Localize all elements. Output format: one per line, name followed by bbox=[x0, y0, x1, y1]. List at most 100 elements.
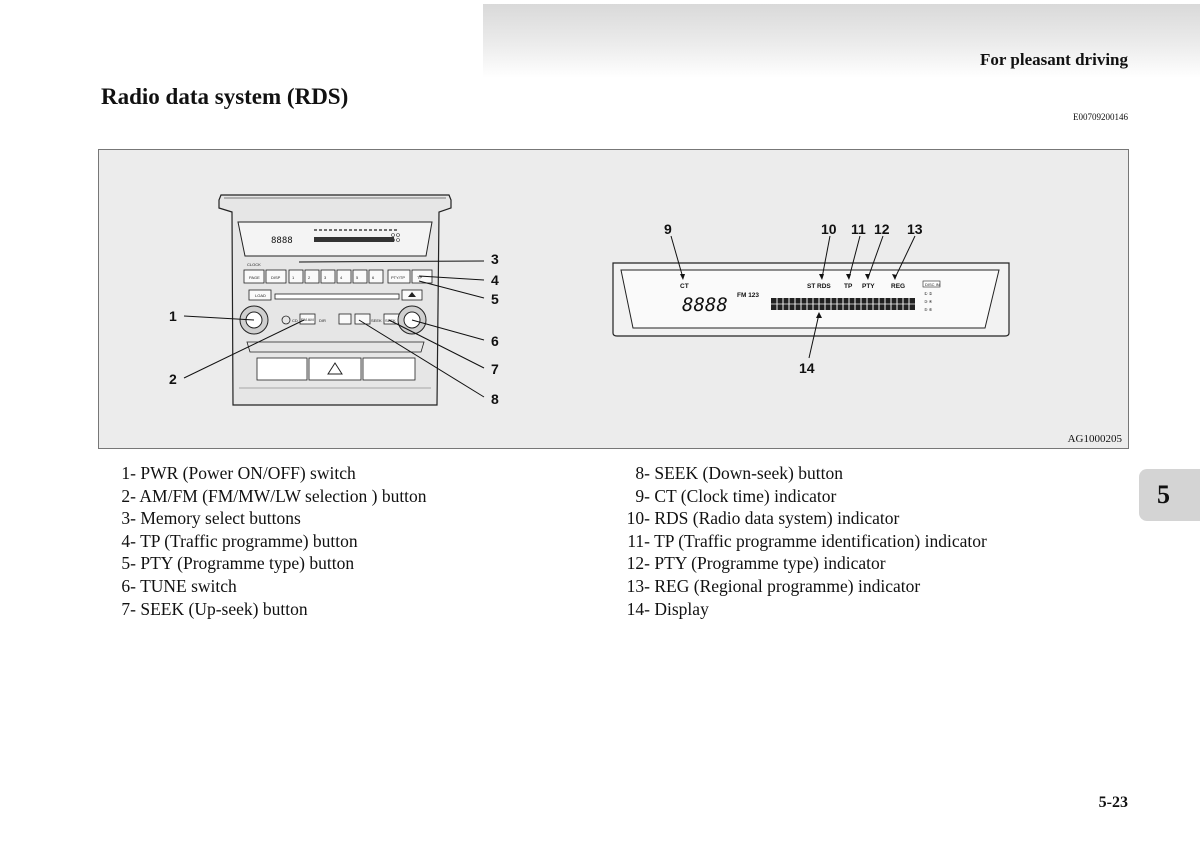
svg-text:8888: 8888 bbox=[271, 236, 293, 246]
legend-item: 3- Memory select buttons bbox=[121, 508, 301, 529]
legend-item: 7- SEEK (Up-seek) button bbox=[121, 598, 308, 619]
legend-item: 6- TUNE switch bbox=[121, 575, 237, 596]
svg-text:2: 2 bbox=[308, 275, 311, 280]
preset-button-2[interactable] bbox=[304, 269, 320, 284]
head-unit: 8888 CLOCK PAGE DISP 1 bbox=[218, 194, 452, 406]
page-number: 5-23 bbox=[1098, 794, 1128, 811]
callout-9: 9 bbox=[664, 221, 672, 237]
legend-item: 13- REG (Regional programme) indicator bbox=[626, 575, 921, 596]
unit-callout-numbers: 3 4 5 1 2 6 7 8 bbox=[169, 251, 499, 407]
display-callout-arrowheads bbox=[680, 274, 897, 318]
svg-text:CD: CD bbox=[292, 318, 298, 323]
legend-item: 1- PWR (Power ON/OFF) switch bbox=[121, 463, 356, 483]
preset-button-4[interactable] bbox=[336, 269, 352, 284]
callout-12: 12 bbox=[874, 221, 890, 237]
radio-illustration: 8888 CLOCK PAGE DISP 1 bbox=[169, 194, 1010, 407]
disc-row-3: ⑤ ⑥ bbox=[924, 307, 933, 312]
legend-item: 5- PTY (Programme type) button bbox=[121, 553, 355, 574]
preset-button-5[interactable] bbox=[352, 269, 368, 284]
mode-button[interactable] bbox=[338, 313, 352, 325]
svg-text:5: 5 bbox=[356, 275, 359, 280]
svg-text:DIR: DIR bbox=[319, 318, 326, 323]
disc-row-2: ③ ④ bbox=[924, 299, 933, 304]
display-callout-lines bbox=[670, 235, 916, 359]
hazard-button[interactable] bbox=[308, 357, 362, 381]
hazard-triangle-icon bbox=[327, 362, 343, 375]
preset-button-6[interactable] bbox=[368, 269, 384, 284]
unit-display-bars bbox=[314, 237, 394, 242]
radio-figure: 8888 CLOCK PAGE DISP 1 bbox=[98, 149, 1129, 449]
legend-item: 4- TP (Traffic programme) button bbox=[121, 530, 358, 551]
callout-3: 3 bbox=[491, 251, 499, 267]
eject-icon bbox=[408, 292, 416, 297]
svg-text:TP: TP bbox=[417, 275, 422, 280]
page-title: Radio data system (RDS) bbox=[101, 84, 349, 109]
legend-right: 8- SEEK (Down-seek) button 9- CT (Clock … bbox=[620, 462, 987, 620]
band-label: FM 123 bbox=[737, 292, 759, 299]
lower-panel bbox=[239, 341, 431, 389]
legend-item: 14- Display bbox=[626, 598, 709, 619]
page-button[interactable] bbox=[243, 269, 265, 284]
document-code: E00709200146 bbox=[1073, 112, 1128, 122]
callout-7: 7 bbox=[491, 361, 499, 377]
svg-text:3: 3 bbox=[324, 275, 327, 280]
am-fm-button[interactable] bbox=[299, 313, 316, 325]
svg-text:4: 4 bbox=[340, 275, 343, 280]
callout-8: 8 bbox=[491, 391, 499, 407]
callout-10: 10 bbox=[821, 221, 837, 237]
legend-item: 9- CT (Clock time) indicator bbox=[635, 485, 837, 506]
disc-status: DISC IN ① ② ③ ④ ⑤ ⑥ bbox=[922, 280, 941, 312]
cd-slot-row: LOAD bbox=[248, 289, 423, 301]
ct-indicator: CT bbox=[680, 283, 689, 290]
pty-tp-button[interactable] bbox=[387, 269, 411, 284]
callout-13: 13 bbox=[907, 221, 923, 237]
tp-indicator: TP bbox=[844, 283, 853, 290]
preset-button-3[interactable] bbox=[320, 269, 336, 284]
text-segment-bar bbox=[771, 298, 915, 310]
callout-1: 1 bbox=[169, 308, 177, 324]
figure-code: AG1000205 bbox=[1067, 433, 1122, 445]
unit-callout-lines bbox=[183, 260, 485, 398]
svg-text:CLOCK: CLOCK bbox=[247, 262, 261, 267]
enlarged-display: CT ST RDS TP PTY REG 8888 FM 123 DISC IN… bbox=[612, 262, 1010, 337]
clock-digits: 8888 bbox=[682, 294, 728, 316]
svg-text:FM AM: FM AM bbox=[301, 317, 314, 322]
unit-button-row: CLOCK PAGE DISP 1 2 3 4 5 6 bbox=[243, 262, 433, 284]
cd-button[interactable] bbox=[281, 315, 291, 325]
disc-row-1: ① ② bbox=[924, 291, 933, 296]
chapter-tab: 5 bbox=[1139, 469, 1200, 521]
callout-2: 2 bbox=[169, 371, 177, 387]
callout-5: 5 bbox=[491, 291, 499, 307]
svg-text:6: 6 bbox=[372, 275, 375, 280]
load-button[interactable] bbox=[248, 289, 272, 301]
svg-text:LOAD: LOAD bbox=[255, 293, 266, 298]
st-indicator: ST bbox=[807, 283, 815, 290]
disp-button[interactable] bbox=[265, 269, 287, 284]
legend-item: 12- PTY (Programme type) indicator bbox=[626, 553, 886, 574]
cd-slot bbox=[274, 293, 400, 300]
legend-item: 2- AM/FM (FM/MW/LW selection ) button bbox=[121, 485, 427, 506]
pty-indicator: PTY bbox=[862, 283, 875, 290]
legend-item: 10- RDS (Radio data system) indicator bbox=[626, 508, 900, 529]
legend-left: 1- PWR (Power ON/OFF) switch 2- AM/FM (F… bbox=[116, 462, 427, 620]
svg-text:PAGE: PAGE bbox=[249, 275, 260, 280]
seek-down-button[interactable] bbox=[354, 313, 371, 325]
section-label: For pleasant driving bbox=[980, 50, 1128, 69]
display-callout-numbers: 9 10 11 12 13 14 bbox=[664, 221, 923, 376]
memory-select-buttons: 1 2 3 4 5 6 bbox=[288, 269, 384, 284]
reg-indicator: REG bbox=[891, 283, 905, 290]
callout-11: 11 bbox=[851, 221, 866, 237]
svg-text:PTY/TP: PTY/TP bbox=[391, 275, 405, 280]
svg-text:SEEK: SEEK bbox=[371, 318, 382, 323]
legend-item: 11- TP (Traffic programme identification… bbox=[627, 530, 987, 551]
disc-in-label: DISC IN bbox=[925, 282, 940, 287]
svg-text:DISP: DISP bbox=[271, 275, 281, 280]
header-band bbox=[483, 4, 1200, 78]
legend-item: 8- SEEK (Down-seek) button bbox=[635, 463, 843, 483]
callout-4: 4 bbox=[491, 272, 499, 288]
callout-14: 14 bbox=[799, 360, 815, 376]
callout-6: 6 bbox=[491, 333, 499, 349]
svg-text:1: 1 bbox=[292, 275, 295, 280]
preset-button-1[interactable] bbox=[288, 269, 304, 284]
unit-display: 8888 bbox=[237, 221, 433, 257]
